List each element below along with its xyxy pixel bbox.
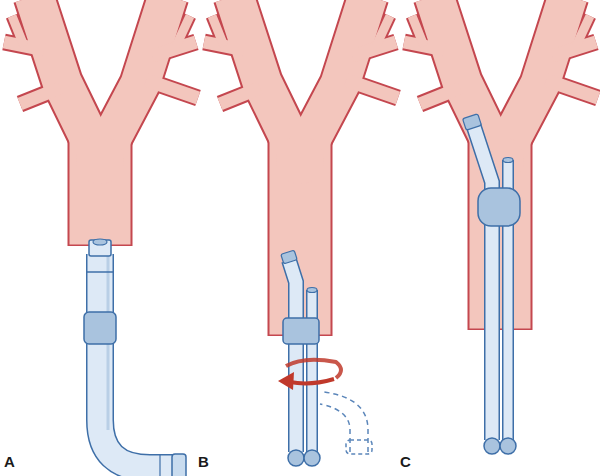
double-lumen-tube: [278, 250, 372, 466]
panel-label: B: [198, 454, 209, 469]
airway-tree: [4, 0, 198, 246]
panel-label: C: [400, 454, 411, 469]
double-lumen-tube: [463, 114, 520, 454]
airway-tree: [404, 0, 598, 330]
panel-label: A: [4, 454, 15, 469]
endobronchial-tube: [84, 239, 186, 476]
